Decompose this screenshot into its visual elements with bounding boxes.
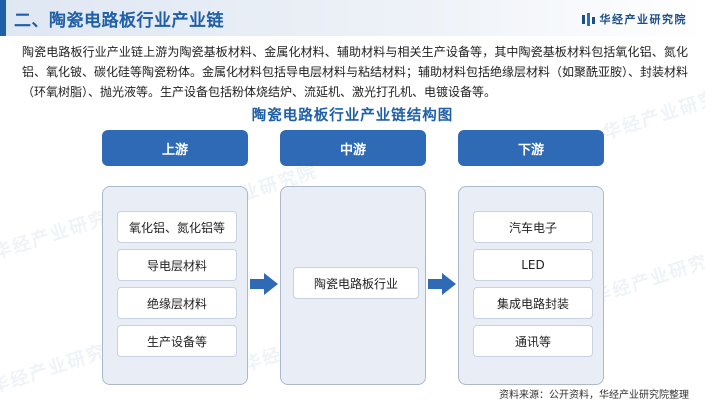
upstream-item: 氧化铝、氮化铝等 bbox=[117, 211, 237, 243]
midstream-panel: 陶瓷电路板行业 bbox=[280, 186, 426, 385]
brand: 华经产业研究院 bbox=[581, 11, 688, 27]
diagram-title: 陶瓷电路板行业产业链结构图 bbox=[251, 108, 454, 124]
downstream-panel: 汽车电子 LED 集成电路封装 通讯等 bbox=[458, 186, 604, 385]
section-title: 二、陶瓷电路板行业产业链 bbox=[14, 11, 224, 31]
downstream-item: 汽车电子 bbox=[473, 211, 593, 243]
upstream-item: 导电层材料 bbox=[117, 249, 237, 281]
column-header-midstream: 中游 bbox=[280, 130, 426, 166]
source-note: 资料来源：公开资料，华经产业研究院整理 bbox=[499, 390, 689, 400]
bars-logo-icon bbox=[581, 12, 595, 26]
column-header-upstream: 上游 bbox=[102, 130, 248, 166]
arrow-right-icon bbox=[250, 273, 278, 295]
brand-name: 华经产业研究院 bbox=[599, 13, 687, 26]
midstream-item: 陶瓷电路板行业 bbox=[293, 267, 419, 299]
header-accent-bar bbox=[0, 0, 6, 36]
arrow-right-icon bbox=[428, 273, 456, 295]
watermark: 华经产业研究院 bbox=[590, 244, 705, 309]
intro-paragraph: 陶瓷电路板行业产业链上游为陶瓷基板材料、金属化材料、辅助材料与相关生产设备等，其… bbox=[22, 45, 689, 99]
downstream-item: LED bbox=[473, 249, 593, 281]
upstream-item: 生产设备等 bbox=[117, 325, 237, 357]
downstream-item: 通讯等 bbox=[473, 325, 593, 357]
upstream-item: 绝缘层材料 bbox=[117, 287, 237, 319]
section-header: 二、陶瓷电路板行业产业链 华经产业研究院 bbox=[0, 0, 705, 36]
upstream-panel: 氧化铝、氮化铝等 导电层材料 绝缘层材料 生产设备等 bbox=[102, 186, 248, 385]
column-header-downstream: 下游 bbox=[458, 130, 604, 166]
downstream-item: 集成电路封装 bbox=[473, 287, 593, 319]
